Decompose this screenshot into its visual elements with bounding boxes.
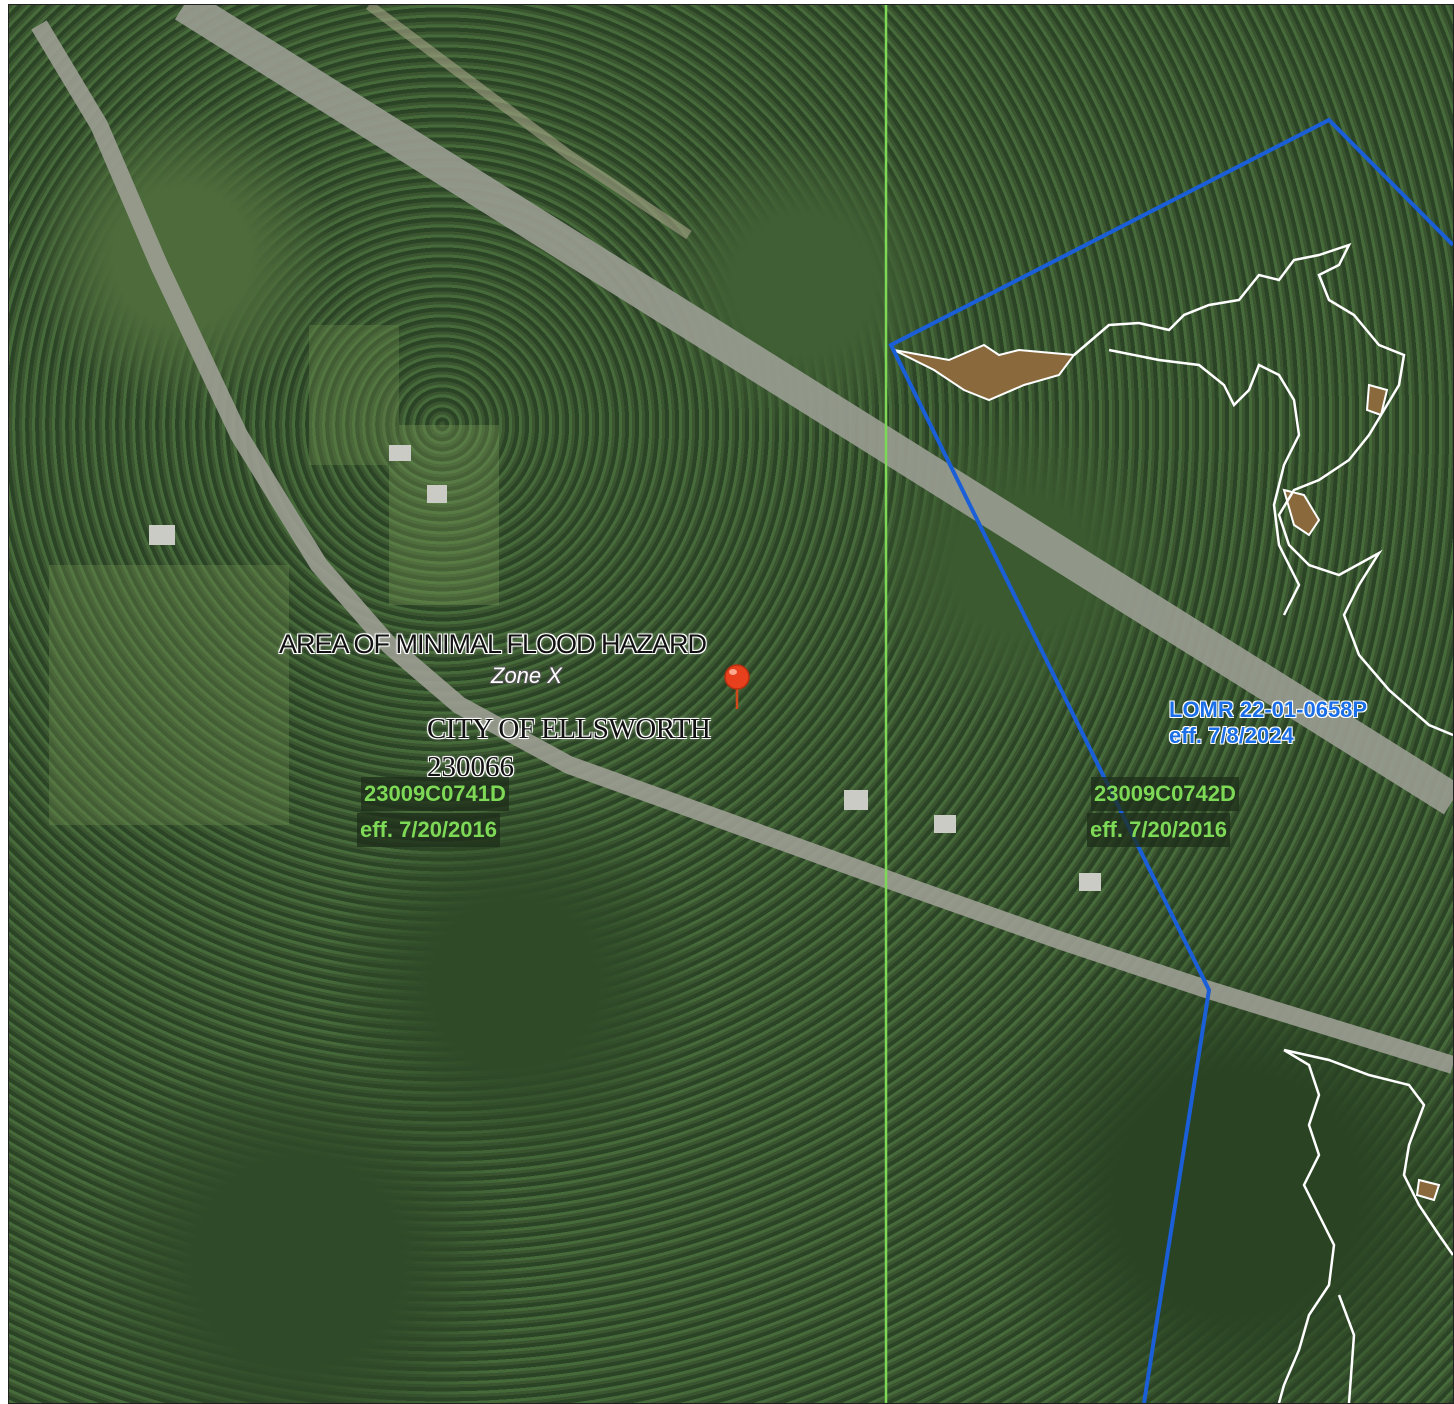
map-overlays — [31, 5, 1453, 1403]
lomr-number-label: LOMR 22-01-0658P — [1169, 697, 1368, 722]
panel-effective-right: eff. 7/20/2016 — [1087, 813, 1230, 847]
community-name-label: CITY OF ELLSWORTH — [427, 713, 711, 745]
flood-zone-outline-lower — [1277, 1048, 1336, 1403]
flood-area-label: AREA OF MINIMAL FLOOD HAZARD — [279, 629, 707, 659]
map-pin-icon[interactable] — [724, 664, 750, 709]
lomr-effective-label: eff. 7/8/2024 — [1169, 723, 1294, 748]
flood-zone-outline-lower-2 — [1283, 1048, 1453, 1256]
dirt-track — [366, 5, 692, 240]
aerial-texture — [49, 325, 499, 825]
flood-zone-polygon-4 — [1415, 1178, 1441, 1202]
flood-zone-outline-branch — [1108, 348, 1301, 616]
flood-zone-polygon-2 — [1282, 488, 1321, 537]
highway-road — [174, 5, 1453, 815]
flood-zone-outline-upper — [1073, 242, 1453, 737]
flood-zone-areas — [893, 242, 1453, 1403]
flood-zone-polygon-1 — [893, 343, 1076, 402]
structures — [149, 445, 1101, 891]
panel-number-right: 23009C0742D — [1091, 777, 1239, 811]
flood-zone-label: Zone X — [491, 663, 562, 688]
secondary-road — [31, 20, 1453, 1074]
map-viewport[interactable]: AREA OF MINIMAL FLOOD HAZARD Zone X CITY… — [8, 4, 1454, 1404]
panel-number-left: 23009C0741D — [361, 777, 509, 811]
panel-effective-left: eff. 7/20/2016 — [357, 813, 500, 847]
flood-zone-outline-lower-3 — [1337, 1294, 1356, 1403]
lomr-boundary — [888, 117, 1453, 1403]
